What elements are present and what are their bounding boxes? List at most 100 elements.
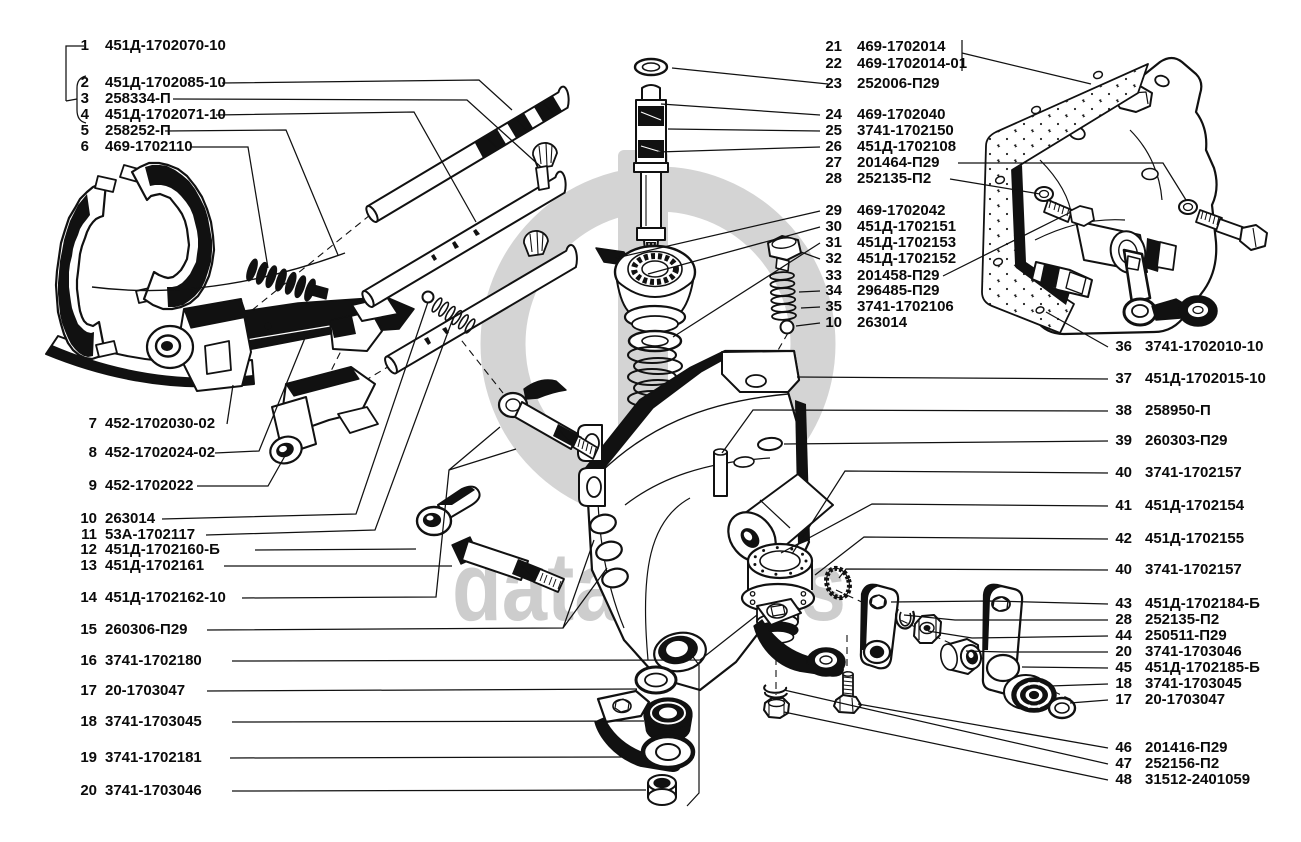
part-code: 469-1702040	[857, 106, 946, 123]
leader-6	[190, 146, 269, 269]
leader-27	[958, 162, 1187, 201]
leader-40a	[791, 470, 1109, 555]
leader-3	[172, 98, 542, 168]
part-number: 6	[80, 138, 89, 155]
leader-lines	[65, 40, 1187, 792]
part-number: 12	[80, 541, 97, 558]
part-number: 20	[80, 782, 97, 799]
leader-28b	[903, 614, 1108, 621]
cover-mechanism	[1031, 167, 1268, 327]
part-code: 451Д-1702153	[857, 234, 957, 251]
part-number: 31	[825, 234, 842, 251]
shift-lever-12	[415, 485, 481, 537]
part-code: 31512-2401059	[1145, 771, 1251, 788]
gearshift-arm-16	[594, 689, 696, 772]
part-code: 20-1703047	[105, 682, 186, 699]
leader-38	[721, 409, 1109, 454]
part-code: 260303-П29	[1145, 432, 1228, 449]
leader-20	[231, 789, 647, 792]
part-number: 29	[825, 202, 842, 219]
leader-31	[672, 242, 821, 338]
link-plate-1	[859, 583, 900, 670]
part-code: 3741-1702181	[105, 749, 202, 766]
part-code: 252135-П2	[857, 170, 932, 187]
part-number: 5	[80, 122, 89, 139]
part-number: 34	[825, 282, 842, 299]
retainer-plug	[767, 235, 802, 272]
part-code: 451Д-1702085-10	[105, 74, 226, 91]
leader-24	[660, 103, 821, 116]
part-code: 3741-1703046	[105, 782, 202, 799]
leader-39	[783, 440, 1109, 445]
part-number: 48	[1115, 771, 1132, 788]
washer-17	[1047, 696, 1077, 720]
leader-14b	[448, 448, 517, 471]
leader-47	[783, 689, 1109, 765]
leader-10b	[795, 322, 821, 327]
washer-31	[627, 329, 683, 353]
leader-18	[231, 720, 645, 723]
leader-46	[857, 703, 1109, 749]
part-code: 451Д-1702108	[857, 138, 957, 155]
leader-30	[647, 226, 821, 275]
fork-shaft-lever	[145, 296, 415, 392]
part-number: 1	[80, 37, 89, 54]
leader-23	[671, 67, 829, 85]
lock-screw-1	[532, 142, 558, 191]
part-code: 252135-П2	[1145, 611, 1220, 628]
washer-17b	[634, 665, 678, 695]
leader-28	[949, 178, 1041, 195]
part-code: 260306-П29	[105, 621, 188, 638]
part-code: 201458-П29	[857, 267, 940, 284]
part-number: 43	[1115, 595, 1132, 612]
part-code: 451Д-1702070-10	[105, 37, 226, 54]
part-number: 21	[825, 38, 842, 55]
part-number: 40	[1115, 561, 1132, 578]
part-code: 452-1702022	[105, 477, 194, 494]
part-number: 7	[88, 415, 97, 432]
part-number: 11	[81, 526, 97, 543]
leader-34	[798, 290, 821, 293]
leader-5	[164, 129, 339, 256]
bearing-18	[1003, 674, 1057, 713]
part-code: 451Д-1702184-Б	[1145, 595, 1260, 612]
part-code: 263014	[857, 314, 908, 331]
part-number: 33	[825, 267, 842, 284]
shift-fork-1	[130, 161, 216, 311]
part-number: 30	[825, 218, 842, 235]
leader-26	[657, 146, 821, 153]
washer-23	[633, 57, 669, 77]
leader-44	[927, 630, 1109, 639]
part-code: 451Д-1702154	[1145, 497, 1245, 514]
part-code: 3741-1703045	[1145, 675, 1242, 692]
part-code: 451Д-1702151	[857, 218, 957, 235]
shift-rail-2	[361, 170, 567, 308]
part-number: 24	[825, 106, 842, 123]
part-number: 37	[1115, 370, 1132, 387]
part-code: 296485-П29	[857, 282, 940, 299]
part-number: 16	[80, 652, 97, 669]
part-code: 451Д-1702015-10	[1145, 370, 1266, 387]
leader-42	[814, 536, 1109, 576]
part-code: 252156-П2	[1145, 755, 1220, 772]
part-code: 451Д-1702162-10	[105, 589, 226, 606]
detent-ball	[421, 290, 435, 304]
part-number: 15	[80, 621, 97, 638]
part-code: 452-1702030-02	[105, 415, 216, 432]
part-code: 3741-1702180	[105, 652, 202, 669]
shift-rail-1	[365, 85, 570, 223]
part-number: 17	[80, 682, 97, 699]
part-code: 451Д-1702161	[105, 557, 205, 574]
part-number: 14	[80, 589, 97, 606]
leader-10	[161, 301, 429, 520]
leader-7	[226, 384, 234, 425]
leader-21	[961, 52, 1092, 85]
part-number: 10	[80, 510, 97, 527]
part-number: 22	[825, 55, 842, 72]
selector-rocker	[753, 598, 846, 677]
cover-gasket	[981, 63, 1149, 334]
part-code: 451Д-1702071-10	[105, 106, 226, 123]
leader-37	[796, 376, 1109, 380]
leader-43	[890, 600, 1109, 605]
fork-spring	[246, 258, 316, 302]
